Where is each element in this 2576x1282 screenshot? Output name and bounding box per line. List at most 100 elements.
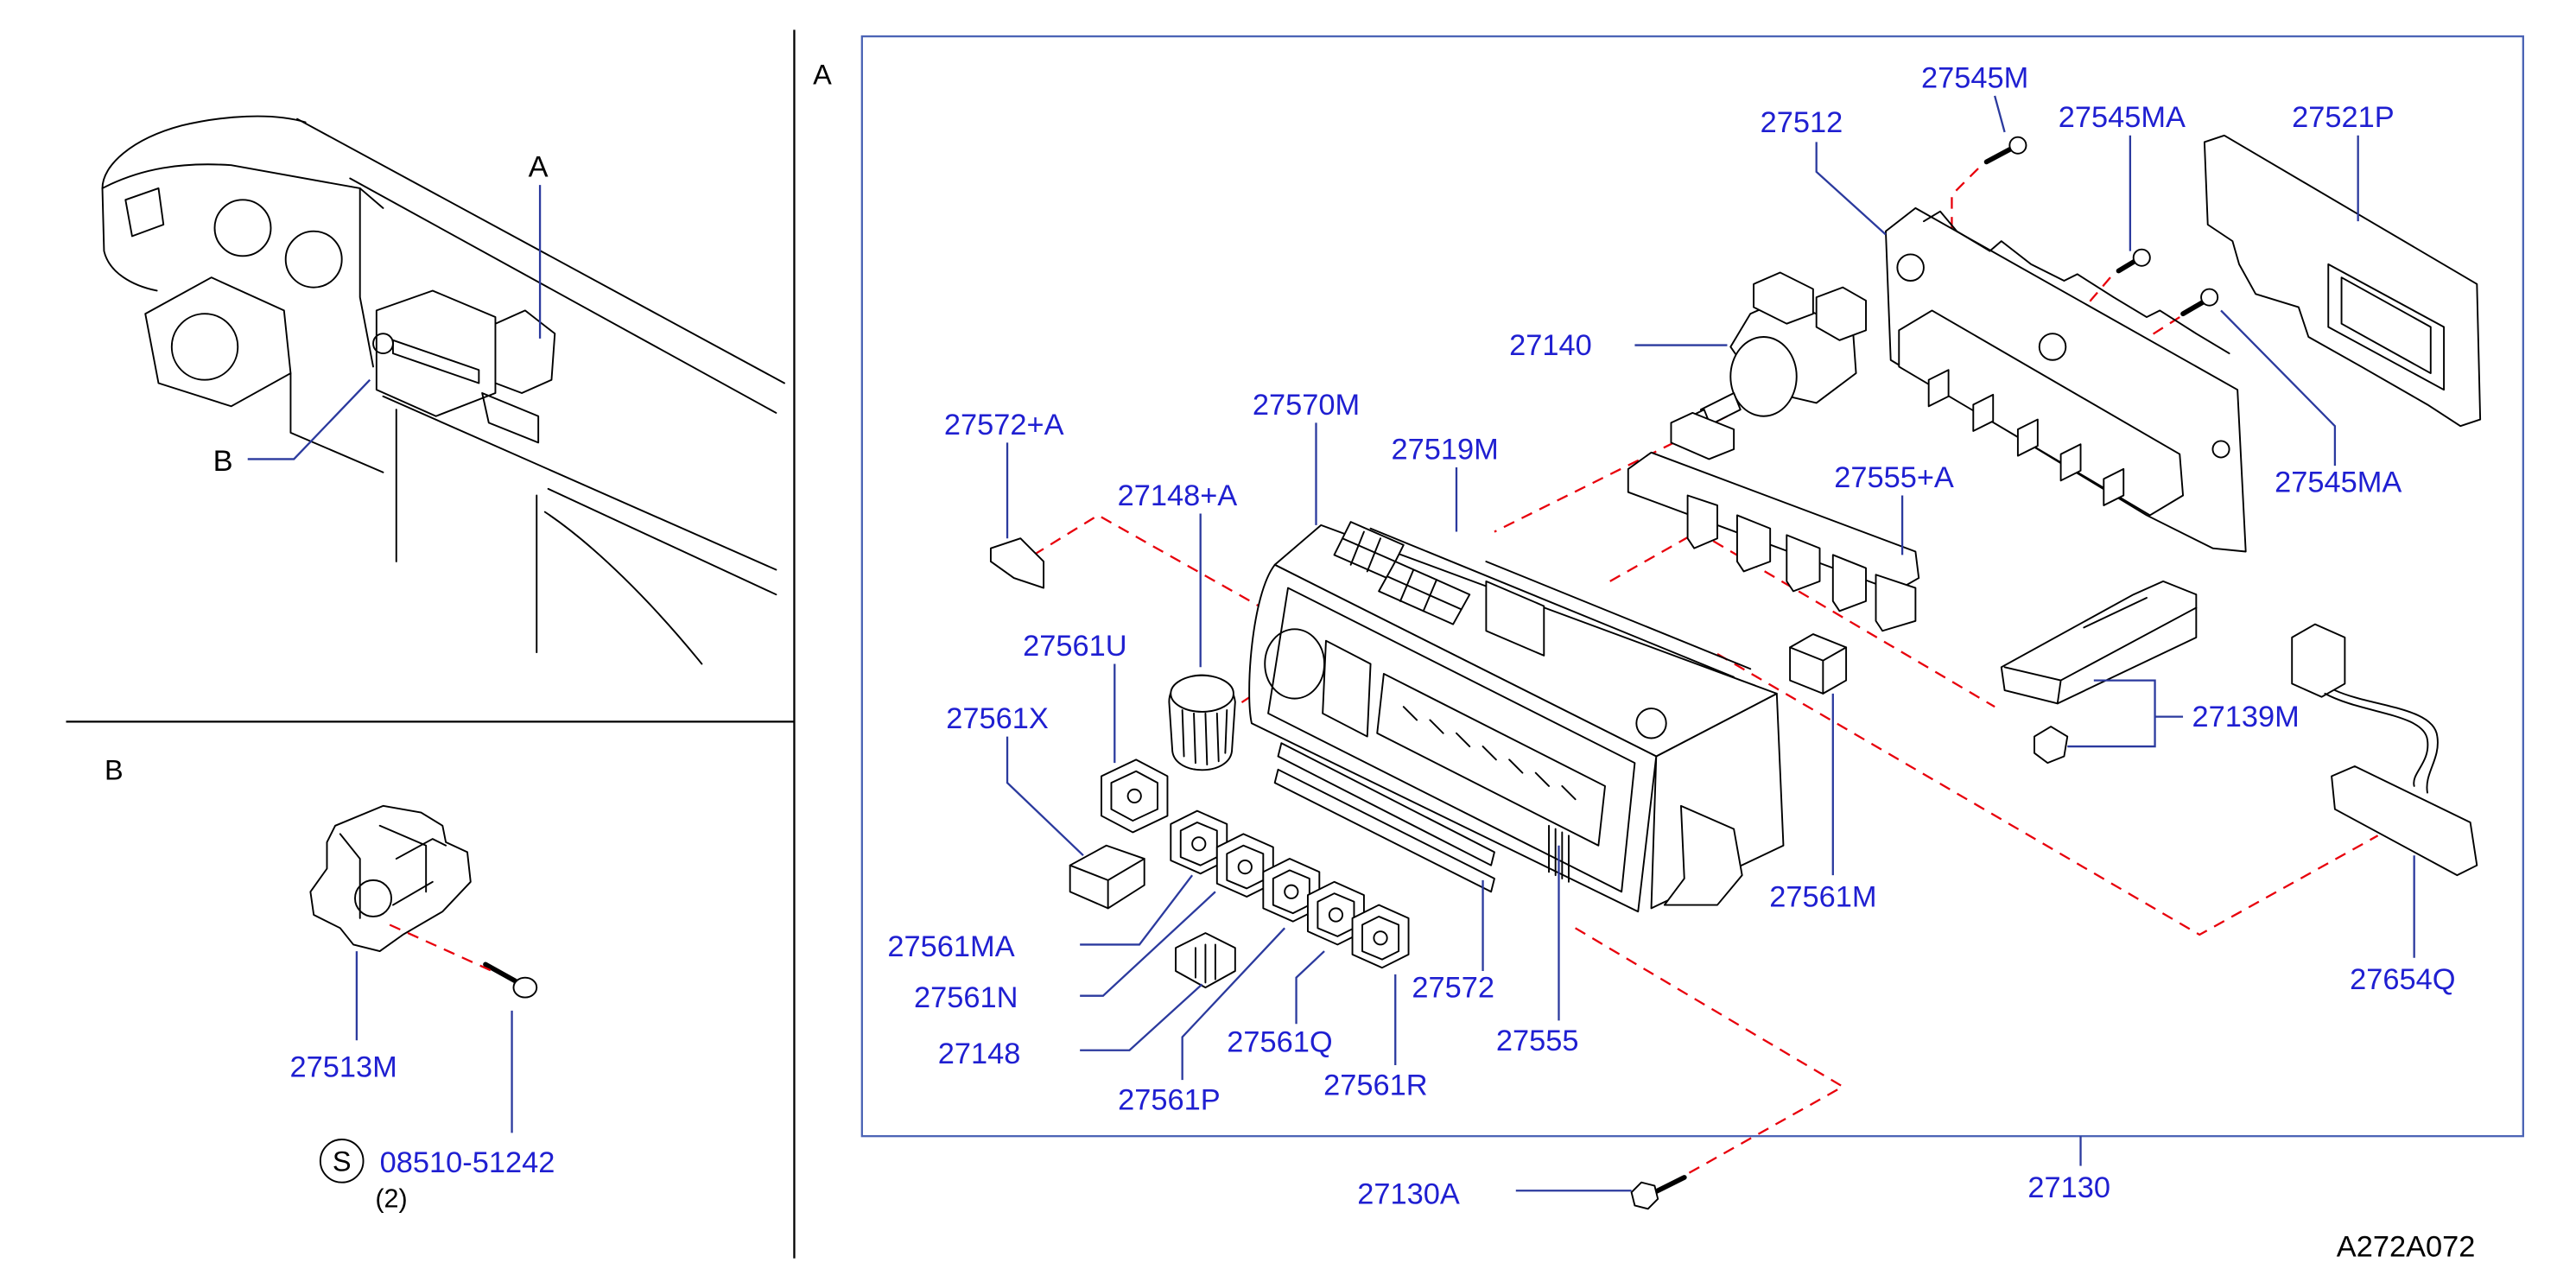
glovebox-curve — [543, 511, 703, 665]
switch-body-outline — [309, 804, 472, 953]
switch-tab-1 — [1753, 271, 1814, 325]
callout-27130A[interactable]: 27130A — [1357, 1178, 1460, 1211]
harness-cable-1 — [2324, 692, 2429, 787]
leader-27561X — [1006, 736, 1084, 857]
detail-a-callouts: 27545M 27512 27545MA 27521P 27140 27572+… — [887, 61, 2455, 1210]
cluster-lower-edge — [101, 163, 384, 209]
leader-27545MA-right — [2220, 309, 2337, 466]
callout-27148[interactable]: 27148 — [938, 1038, 1021, 1070]
comb-tooth-2 — [1735, 514, 1772, 573]
callout-27521P[interactable]: 27521P — [2292, 101, 2395, 134]
top-vent-2-grid — [1386, 568, 1462, 612]
part-drawing-27513M — [309, 804, 472, 953]
housing-rib-1 — [1369, 527, 1735, 678]
front-slot-1 — [1277, 742, 1495, 866]
dashed-27572A — [1033, 514, 1292, 625]
callout-27561N[interactable]: 27561N — [914, 981, 1018, 1014]
callout-27561Q[interactable]: 27561Q — [1227, 1026, 1332, 1059]
callout-27561R[interactable]: 27561R — [1323, 1069, 1427, 1101]
button-icon — [1328, 907, 1344, 923]
callout-27572A[interactable]: 27572+A — [944, 409, 1064, 441]
callout-27570M[interactable]: 27570M — [1253, 389, 1360, 422]
button-icon — [1284, 884, 1299, 899]
switch-plate — [1729, 336, 1798, 417]
screw-quantity: (2) — [375, 1184, 407, 1213]
callout-27561M[interactable]: 27561M — [1769, 880, 1876, 913]
callout-27561MA[interactable]: 27561MA — [887, 930, 1014, 963]
callout-27519M[interactable]: 27519M — [1391, 433, 1498, 466]
front-small-window — [1322, 639, 1372, 738]
switch-tab-2 — [1815, 286, 1867, 341]
display-marks — [1402, 706, 1577, 801]
callout-27654Q[interactable]: 27654Q — [2350, 963, 2455, 996]
callout-27561U[interactable]: 27561U — [1023, 630, 1126, 663]
board-switch-5 — [2103, 467, 2125, 506]
screw-27545MA-right — [2180, 288, 2219, 317]
board-hole-2 — [2038, 333, 2067, 361]
callout-27545MA-top[interactable]: 27545MA — [2059, 101, 2186, 134]
comb-tooth-1 — [1686, 494, 1718, 549]
board-top-edge — [1922, 210, 2230, 355]
glovebox-edge — [547, 487, 777, 596]
switch-rotor — [354, 879, 392, 917]
leader-27561MA — [1080, 874, 1194, 946]
callout-08510-51242[interactable]: 08510-51242 — [380, 1146, 555, 1179]
part-drawing-27570M — [1248, 521, 1785, 913]
screw-drawing-b — [483, 962, 538, 999]
connector-edges — [1789, 646, 1848, 695]
panel-raised-window — [2327, 263, 2446, 391]
part-drawing-27512 — [1885, 206, 2247, 553]
callout-27561P[interactable]: 27561P — [1118, 1084, 1221, 1117]
dashed-27130A — [1575, 927, 1845, 1194]
callout-27512[interactable]: 27512 — [1761, 106, 1843, 139]
center-stack-edge — [358, 187, 374, 368]
callout-27545MA-right[interactable]: 27545MA — [2275, 466, 2402, 499]
leader-27512 — [1815, 142, 1887, 236]
board-switch-3 — [2016, 418, 2039, 457]
callout-27555[interactable]: 27555 — [1496, 1025, 1579, 1057]
console-left-line — [289, 372, 384, 473]
top-tab-27519M — [1485, 580, 1545, 657]
callout-27513M[interactable]: 27513M — [289, 1050, 397, 1083]
housing-front-face — [1248, 563, 1658, 913]
button-face — [1361, 915, 1400, 961]
comb-tooth-5 — [1875, 574, 1917, 632]
part-drawing-27572A — [989, 537, 1045, 589]
dash-top-line — [349, 177, 777, 414]
screw-27130A — [1630, 1175, 1687, 1210]
lever-ribs — [1194, 943, 1216, 984]
callout-27561X[interactable]: 27561X — [946, 702, 1049, 735]
knob-cap-lines — [1069, 858, 1145, 910]
leader-27148 — [1080, 983, 1203, 1051]
callout-27139M[interactable]: 27139M — [2192, 701, 2300, 733]
screw-hex-head — [1630, 1181, 1659, 1210]
switch-body-edge — [339, 833, 361, 919]
callout-27148A[interactable]: 27148+A — [1118, 479, 1238, 512]
switch-face — [378, 824, 428, 893]
center-unit-knob — [372, 333, 394, 355]
overview-callout-a[interactable]: A — [529, 151, 549, 184]
callout-27545M[interactable]: 27545M — [1921, 61, 2028, 94]
board-switch-2 — [1972, 393, 1995, 432]
knob-top — [1170, 674, 1234, 713]
figure-code: A272A072 — [2337, 1231, 2476, 1264]
board-module — [1898, 309, 2185, 517]
callout-27572[interactable]: 27572 — [1412, 972, 1494, 1005]
button-icon — [1191, 836, 1207, 852]
part-drawing-27561X — [1069, 844, 1145, 910]
button-icon — [1126, 788, 1142, 803]
comb-bar — [1627, 451, 1920, 593]
overview-callout-b[interactable]: B — [213, 445, 233, 478]
callout-27130[interactable]: 27130 — [2027, 1171, 2110, 1204]
side-vent — [124, 187, 165, 238]
steering-hub — [170, 313, 239, 381]
screw-shank — [2116, 258, 2138, 274]
switch-tab — [395, 838, 447, 860]
part-drawing-27148A — [1168, 674, 1236, 771]
callout-27555A[interactable]: 27555+A — [1834, 461, 1954, 494]
callout-27140[interactable]: 27140 — [1509, 329, 1592, 362]
screw-shank — [1983, 146, 2014, 165]
dashed-27654Q — [1716, 653, 2379, 936]
part-drawing-27561Q — [1306, 880, 1365, 946]
